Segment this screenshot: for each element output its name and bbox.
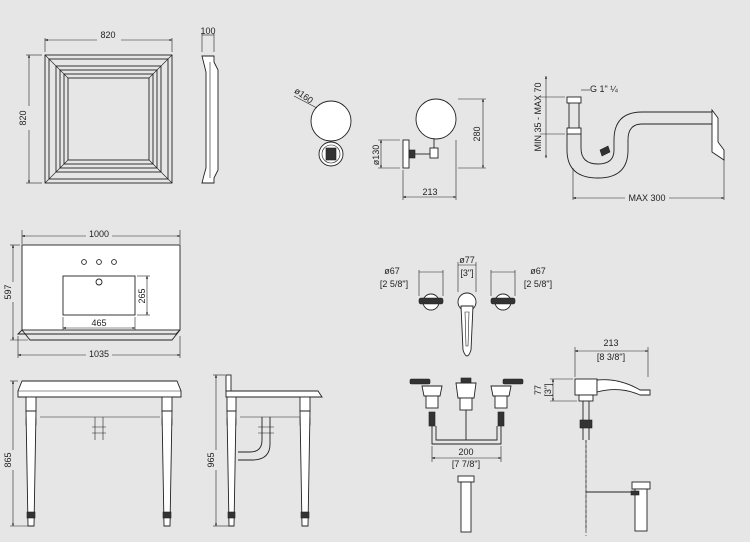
tap-height-imperial-label: [3"] xyxy=(543,383,553,396)
mirror-height-dimension: 820 xyxy=(18,54,42,184)
tap-plan-view: ø67 [2 5/8"] ø77 [3"] ø67 [2 5/8"] xyxy=(380,255,552,357)
stand-side-height-label: 965 xyxy=(206,452,216,467)
stand-side-height-dimension: 965 xyxy=(206,374,229,527)
mirror-depth-label: 100 xyxy=(200,26,215,36)
basin-bowl-width-label: 465 xyxy=(91,318,106,328)
mirror-height-label: 820 xyxy=(18,110,28,125)
mirror-side-view: 100 xyxy=(200,26,219,184)
tap-centers-label: 200 xyxy=(458,447,473,457)
trap-thread-label: G 1" ¼ xyxy=(590,84,618,94)
light-height-label: 280 xyxy=(472,126,482,141)
basin-bowl-width-dimension: 465 xyxy=(62,317,136,330)
mirror-width-dimension: 820 xyxy=(44,30,173,52)
basin-plan-view xyxy=(16,244,181,341)
tap-reach-imperial-label: [8 3/8"] xyxy=(597,352,625,362)
tap-handle-right-label: ø67 xyxy=(530,266,546,276)
tap-centers-imperial-label: [7 7/8"] xyxy=(452,459,480,469)
basin-base-width-label: 1035 xyxy=(89,349,109,359)
light-side-view: ø130 280 213 xyxy=(371,98,486,200)
tap-side-view: 213 [8 3/8"] 77 [3"] xyxy=(533,338,651,536)
light-globe-diameter-label: ø160 xyxy=(292,86,315,106)
light-projection-label: 213 xyxy=(422,187,437,197)
basin-base-width-dimension: 1035 xyxy=(17,336,181,359)
tap-reach-label: 213 xyxy=(603,338,618,348)
tap-handle-left-label: ø67 xyxy=(384,266,400,276)
tap-spout-diameter-label: ø77 xyxy=(459,255,475,265)
basin-bowl-depth-label: 265 xyxy=(137,288,147,303)
light-front-view: ø160 xyxy=(292,86,352,167)
tap-handle-right-imperial-label: [2 5/8"] xyxy=(524,279,552,289)
stand-front-view xyxy=(17,380,182,527)
basin-bowl-depth-dimension: 265 xyxy=(137,275,150,316)
mirror-front-view xyxy=(44,54,173,184)
tap-handle-left-imperial-label: [2 5/8"] xyxy=(380,279,408,289)
stand-front-height-label: 865 xyxy=(3,452,13,467)
tap-spout-imperial-label: [3"] xyxy=(460,268,473,278)
mirror-width-label: 820 xyxy=(100,30,115,40)
light-backplate-label: ø130 xyxy=(371,145,381,166)
trap-length-label: MAX 300 xyxy=(628,193,665,203)
trap-height-range-label: MIN 35 - MAX 70 xyxy=(533,82,543,151)
tap-front-view: 200 [7 7/8"] xyxy=(409,377,524,533)
stand-side-view xyxy=(225,374,323,527)
basin-depth-dimension: 597 xyxy=(3,244,28,341)
bottle-trap-side-view: G 1" ¼ MIN 35 - MAX 70 MAX 300 xyxy=(533,75,725,203)
tap-height-label: 77 xyxy=(533,385,543,395)
basin-depth-label: 597 xyxy=(3,284,13,299)
stand-front-height-dimension: 865 xyxy=(3,380,28,527)
basin-top-width-dimension: 1000 xyxy=(21,229,181,244)
basin-top-width-label: 1000 xyxy=(89,229,109,239)
